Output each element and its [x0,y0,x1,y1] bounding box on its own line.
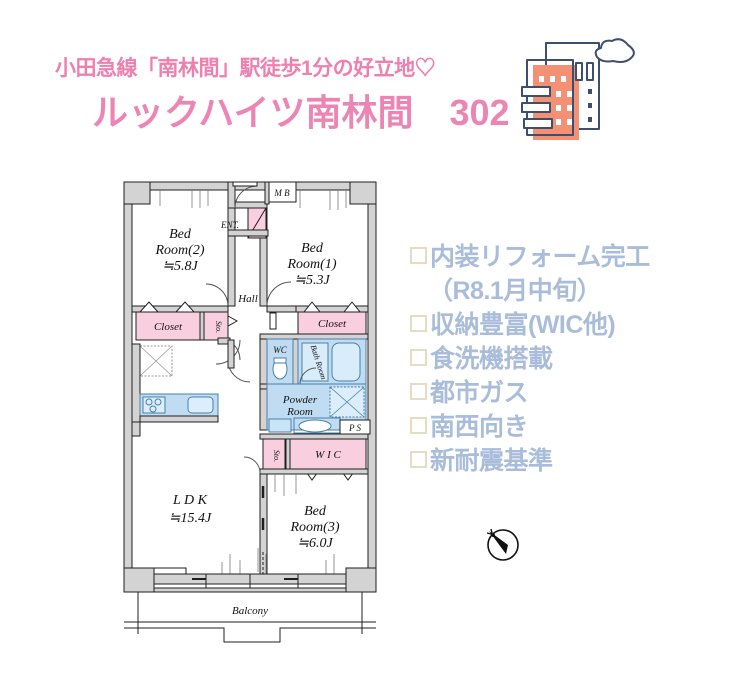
header: 小田急線「南林間」駅徒歩1分の好立地♡ ルックハイツ南林間 302 [0,0,745,170]
label-bedroom3-line3: ≒6.0J [297,536,333,551]
checkbox-icon [410,451,427,468]
label-bedroom2-line3: ≒5.8J [162,259,198,274]
checkbox-icon [410,417,427,434]
label-ldk-line1: L D K [172,493,208,508]
label-mb: M B [273,188,290,198]
apartment-building-illustration [500,25,680,165]
label-ps: P S [348,423,362,433]
feature-label: 内装リフォーム完工 [430,243,650,271]
label-bedroom1-line2: Room(1) [287,257,337,272]
feature-item: 都市ガス [410,376,700,410]
label-powder-room-line2: Room [286,406,313,418]
label-closet-left: Closet [154,321,183,333]
label-bedroom1-line3: ≒5.3J [294,273,330,288]
label-ldk-line2: ≒15.4J [169,511,212,526]
feature-item: 食洗機搭載 [410,342,700,376]
feature-item: 収納豊富(WIC他) [410,308,700,342]
feature-item: 新耐震基準 [410,444,700,478]
property-title: ルックハイツ南林間 302 [92,92,510,133]
checkbox-icon [410,247,427,264]
property-subtitle: 小田急線「南林間」駅徒歩1分の好立地♡ [55,57,436,80]
label-closet-right: Closet [318,318,347,330]
label-powder-room-line1: Powder [282,394,318,406]
feature-label: 収納豊富(WIC他) [430,311,616,339]
label-bedroom1-line1: Bed [301,241,324,256]
checkbox-icon [410,349,427,366]
label-balcony: Balcony [232,605,268,617]
label-storage-mid: Sto. [272,450,281,462]
feature-item: （R8.1月中旬） [410,274,700,308]
checkbox-icon [410,383,427,400]
feature-label: 都市ガス [430,379,529,407]
feature-item: 内装リフォーム完工 [410,240,700,274]
label-storage-left: Sto. [214,321,223,333]
label-bedroom3-line2: Room(3) [290,520,340,535]
label-wc: WC [273,345,287,355]
feature-label: 南西向き [430,413,529,441]
label-bedroom2-line1: Bed [169,227,192,242]
checkbox-icon [410,315,427,332]
label-wic: W I C [315,449,341,461]
label-hall: Hall [237,293,258,305]
feature-label: 新耐震基準 [430,447,553,475]
floorplan: .w{fill:#d3d3d3;stroke:#1f1f1f;stroke-wi… [100,170,400,650]
north-compass-icon [478,520,524,566]
feature-list: 内装リフォーム完工 （R8.1月中旬） 収納豊富(WIC他) 食洗機搭載 都市ガ… [410,240,700,478]
feature-item: 南西向き [410,410,700,444]
feature-label: （R8.1月中旬） [428,277,602,305]
label-bedroom3-line1: Bed [304,504,327,519]
label-entrance: ENT. [220,220,239,230]
label-bedroom2-line2: Room(2) [155,243,205,258]
feature-label: 食洗機搭載 [430,345,553,373]
